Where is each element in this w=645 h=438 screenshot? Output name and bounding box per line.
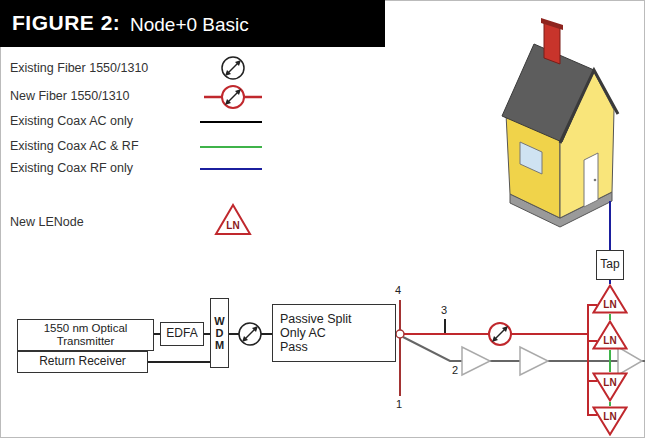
box-label: Return Receiver [39, 355, 126, 368]
port-lead [399, 300, 401, 330]
connector-line [609, 280, 611, 284]
existing-amplifier [618, 347, 642, 375]
box-label: 1550 nm Optical Transmitter [18, 322, 153, 348]
port-lead [399, 338, 401, 396]
box-label: W D M [214, 315, 225, 351]
lenode-text: LN [603, 411, 616, 422]
fiber-symbol [239, 323, 261, 345]
box-label: Passive Split Only AC Pass [280, 312, 356, 354]
new-fiber-symbol [204, 86, 262, 108]
port-number: 4 [395, 284, 401, 296]
connector-line [396, 334, 597, 415]
transmitter-box: 1550 nm Optical Transmitter [17, 319, 154, 351]
connector [610, 314, 611, 320]
legend-text: Existing Coax RF only [10, 161, 133, 175]
legend-text: Existing Coax AC & RF [10, 139, 139, 153]
connector-line [609, 314, 611, 320]
port-number: 2 [452, 364, 458, 376]
splitter-box: Passive Split Only AC Pass [272, 304, 396, 362]
triangle-shape [594, 374, 627, 401]
lenode-triangle: LN [592, 406, 628, 436]
house-illustration [502, 18, 618, 227]
existing-amplifier [520, 347, 548, 375]
legend-swatch [200, 121, 262, 123]
lenode-triangle: LN [592, 284, 628, 314]
new-fiber-symbol [489, 323, 511, 345]
drop-coax [609, 201, 611, 250]
legend-swatch [200, 168, 262, 170]
text-stack: Return Receiver [39, 355, 126, 368]
connector-line [148, 361, 210, 363]
lenode-triangle: LN [592, 372, 628, 402]
fiber-symbol [222, 57, 244, 79]
lenode-text: LN [603, 299, 616, 310]
figure-subtitle: Node+0 Basic [130, 14, 249, 36]
triangle-shape [594, 322, 627, 349]
connector [148, 362, 210, 363]
lenode-text: LN [603, 335, 616, 346]
port-lead [444, 319, 446, 333]
split-port [396, 330, 404, 338]
triangle-shape [594, 408, 627, 435]
triangle-shape [594, 286, 627, 313]
figure-title: FIGURE 2: [12, 11, 120, 35]
tap-box: Tap [596, 250, 624, 280]
coax-stub [609, 361, 611, 372]
text-stack: Tap [600, 258, 619, 271]
title-bar [0, 0, 385, 47]
lenode-legend-text: LN [226, 220, 239, 231]
box-label: Tap [600, 258, 619, 271]
port-number: 3 [441, 304, 447, 316]
text-stack: Passive Split Only AC Pass [280, 312, 356, 354]
legend-swatch [200, 146, 262, 148]
text-stack: W D M [214, 315, 225, 351]
receiver-box: Return Receiver [17, 351, 148, 373]
box-label: EDFA [166, 327, 197, 340]
legend-text: Existing Fiber 1550/1310 [10, 61, 148, 75]
connector [610, 280, 611, 284]
connector-line [609, 402, 611, 406]
legend-text: New Fiber 1550/1310 [10, 89, 130, 103]
existing-amplifier [462, 347, 490, 375]
port-number: 1 [396, 398, 402, 410]
text-stack: 1550 nm Optical Transmitter [18, 322, 153, 348]
text-stack: EDFA [166, 327, 197, 340]
legend-text: New LENode [10, 215, 84, 229]
lenode-triangle: LN [592, 320, 628, 350]
lenode-legend-symbol [216, 205, 250, 234]
lenode-text: LN [603, 377, 616, 388]
wdm-box: W D M [210, 298, 229, 368]
coax-stub [609, 350, 611, 361]
connector [396, 334, 597, 415]
connector [610, 402, 611, 406]
edfa-box: EDFA [160, 322, 204, 346]
legend-text: Existing Coax AC only [10, 114, 133, 128]
